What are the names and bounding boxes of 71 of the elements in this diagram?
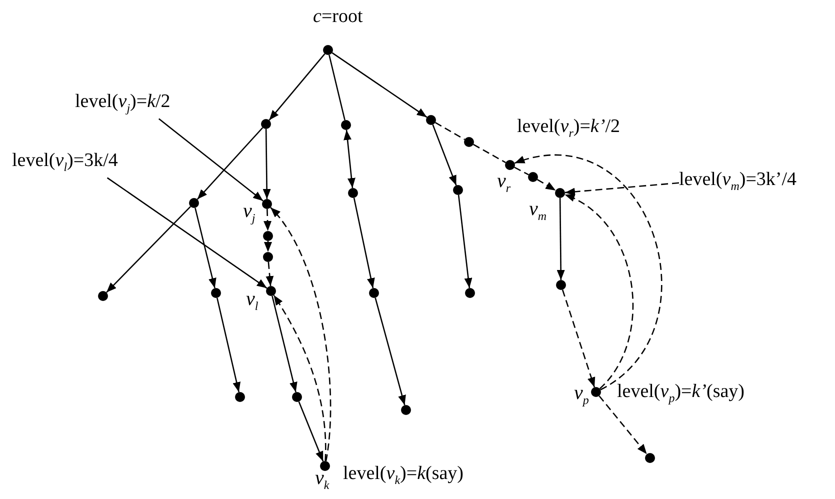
- tree-vertex: [263, 252, 273, 262]
- level-annotation: level(v$_{l}$)=3k/4: [12, 150, 118, 178]
- arrow: [564, 194, 634, 390]
- vertex-label: v$_{l}$: [246, 288, 258, 315]
- arrow: [344, 130, 356, 188]
- arrow: [562, 290, 596, 388]
- arrow: [536, 179, 556, 191]
- arrow: [374, 298, 406, 406]
- tree-vertex: [341, 120, 351, 130]
- arrow: [298, 401, 324, 462]
- arrow: [273, 294, 326, 462]
- vertex-label: v$_{p}$: [574, 382, 589, 409]
- arrow: [432, 124, 457, 186]
- tree-vertex: [369, 288, 379, 298]
- tree-vertex: [528, 172, 538, 182]
- level-annotation: level(v$_{k}$)=k(say): [343, 463, 464, 489]
- tree-vertex: [426, 115, 436, 125]
- tree-edge: [473, 144, 506, 164]
- vertex-label: v$_{r}$: [497, 170, 511, 197]
- root-label: c=root: [313, 6, 363, 28]
- tree-vertex: [263, 231, 273, 241]
- tree-edge: [435, 122, 465, 140]
- arrow: [264, 208, 272, 232]
- tree-vertex: [261, 119, 271, 129]
- arrow: [262, 129, 271, 199]
- tree-vertex: [98, 291, 108, 301]
- tree-vertex: [453, 185, 463, 195]
- level-annotation: level(v$_{p}$)=k’(say): [617, 381, 744, 407]
- arrow: [556, 198, 565, 280]
- vertex-label: v$_{m}$: [529, 198, 547, 225]
- arrow: [268, 53, 326, 121]
- tree-vertex: [401, 405, 411, 415]
- arrow: [158, 118, 264, 202]
- tree-edge: [328, 54, 346, 120]
- tree-vertex: [323, 45, 333, 55]
- tree-vertex: [320, 461, 330, 471]
- tree-vertex: [645, 453, 655, 463]
- arrow: [106, 177, 268, 289]
- tree-vertex: [189, 198, 199, 208]
- tree-vertex: [556, 280, 566, 290]
- arrow: [196, 127, 264, 200]
- arrow: [106, 206, 191, 293]
- vertex-label: v$_{j}$: [243, 200, 256, 227]
- arrow: [598, 395, 648, 455]
- tree-vertex: [464, 137, 474, 147]
- tree-vertex: [465, 288, 475, 298]
- tree-vertex: [555, 188, 565, 198]
- arrow: [264, 241, 272, 252]
- arrow: [266, 262, 274, 286]
- tree-vertex: [262, 199, 272, 209]
- arrow: [564, 182, 680, 196]
- arrow: [458, 194, 472, 288]
- arrow: [514, 154, 662, 390]
- tree-vertex: [235, 392, 245, 402]
- tree-vertex: [292, 392, 302, 402]
- arrow: [270, 207, 332, 462]
- tree-vertex: [591, 387, 601, 397]
- level-annotation: level(v$_{m}$)=3k’/4: [679, 169, 797, 197]
- tree-edge: [514, 166, 529, 176]
- level-annotation: level(v$_{j}$)=k/2: [75, 91, 170, 119]
- tree-vertex: [266, 286, 276, 296]
- level-annotation: level(v$_{r}$)=k’/2: [517, 116, 620, 142]
- tree-vertex: [505, 160, 515, 170]
- vertex-label: v$_{k}$: [315, 467, 330, 494]
- arrow: [353, 198, 375, 288]
- arrow: [272, 296, 298, 392]
- arrow: [216, 298, 241, 392]
- arrow: [194, 208, 216, 288]
- tree-vertex: [348, 188, 358, 198]
- tree-vertex: [211, 288, 221, 298]
- arrow: [332, 52, 428, 118]
